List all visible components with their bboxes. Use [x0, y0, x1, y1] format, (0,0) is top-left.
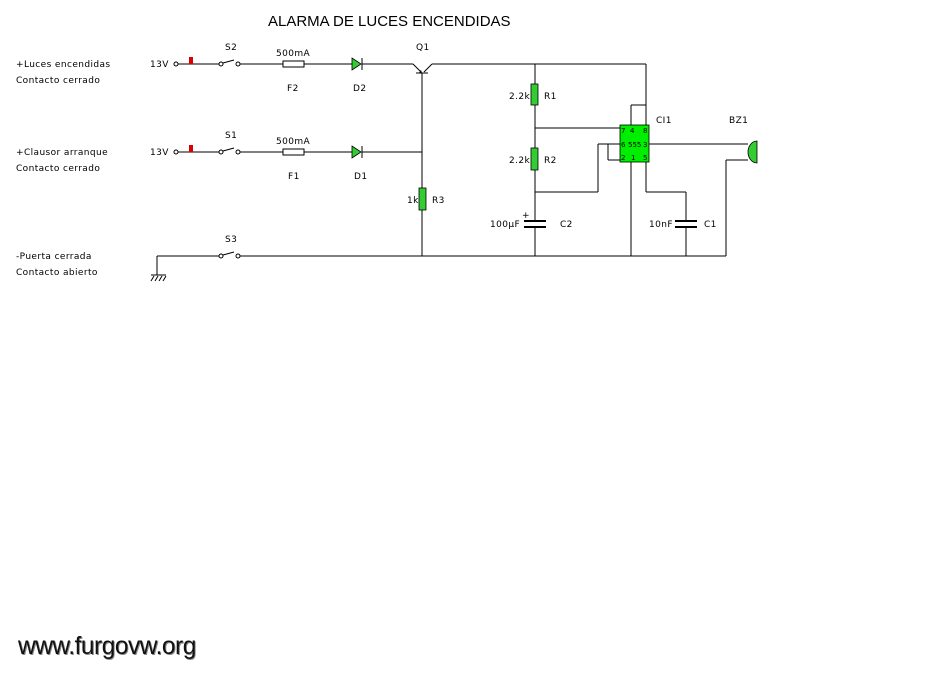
input-label-puerta: -Puerta cerrada	[16, 252, 92, 262]
fuse-f1-value: 500mA	[276, 137, 311, 147]
ic-pin-1: 1	[631, 154, 635, 162]
diode-d2-label: D2	[353, 84, 366, 94]
capacitor-c1-label: C1	[704, 220, 717, 230]
ic-name: 555	[628, 141, 641, 149]
capacitor-c2-value: 100µF	[490, 220, 520, 230]
ic-pin-3: 3	[643, 141, 647, 149]
switch-s2-label: S2	[225, 43, 237, 53]
resistor-r2-label: R2	[544, 156, 557, 166]
fuse-f2	[282, 60, 305, 68]
ic-pin-4: 4	[630, 127, 635, 135]
capacitor-c1	[675, 220, 697, 228]
switch-s2[interactable]	[218, 59, 241, 67]
ic-pin-8: 8	[643, 127, 647, 135]
input-sublabel-puerta: Contacto abierto	[16, 268, 98, 278]
resistor-r2	[530, 147, 539, 171]
resistor-r1-label: R1	[544, 92, 557, 102]
capacitor-c2	[524, 220, 546, 228]
supply-marker-2	[189, 145, 193, 152]
switch-s3[interactable]	[218, 251, 241, 259]
capacitor-c2-polarity: +	[522, 211, 530, 221]
switch-s1[interactable]	[218, 147, 241, 155]
transistor-q1-label: Q1	[416, 43, 430, 53]
input-label-clausor: +Clausor arranque	[16, 148, 108, 158]
diagram-title: ALARMA DE LUCES ENCENDIDAS	[268, 13, 511, 30]
terminal-2	[173, 149, 179, 155]
watermark-link[interactable]: www.furgovw.org	[18, 632, 196, 660]
ic-pin-6: 6	[621, 141, 626, 149]
diode-d1	[351, 145, 363, 159]
fuse-f1	[282, 148, 305, 156]
resistor-r1	[530, 83, 539, 106]
capacitor-c2-label: C2	[560, 220, 573, 230]
resistor-r3-label: R3	[432, 196, 445, 206]
switch-s3-label: S3	[225, 235, 237, 245]
switch-s1-label: S1	[225, 131, 237, 141]
input-sublabel-clausor: Contacto cerrado	[16, 164, 100, 174]
supply-marker-1	[189, 57, 193, 64]
resistor-r2-value: 2.2k	[509, 156, 531, 166]
capacitor-c1-value: 10nF	[649, 220, 673, 230]
ic-pin-2: 2	[621, 154, 625, 162]
transistor-q1	[412, 63, 646, 74]
ic-label: CI1	[656, 116, 672, 126]
ground-icon	[150, 256, 167, 282]
supply-voltage-1: 13V	[150, 60, 169, 70]
diode-d2	[351, 57, 363, 71]
buzzer-bz1	[747, 140, 758, 164]
fuse-f2-value: 500mA	[276, 49, 311, 59]
buzzer-label: BZ1	[729, 116, 748, 126]
resistor-r1-value: 2.2k	[509, 92, 531, 102]
terminal-1	[173, 61, 179, 67]
input-label-luces: +Luces encendidas	[16, 60, 111, 70]
fuse-f1-label: F1	[288, 172, 300, 182]
input-sublabel-luces: Contacto cerrado	[16, 76, 100, 86]
supply-voltage-2: 13V	[150, 148, 169, 158]
diode-d1-label: D1	[354, 172, 367, 182]
resistor-r3-value: 1k	[407, 196, 419, 206]
ic-pin-7: 7	[621, 127, 625, 135]
resistor-r3	[418, 187, 427, 211]
fuse-f2-label: F2	[287, 84, 299, 94]
ic-pin-5: 5	[643, 154, 647, 162]
